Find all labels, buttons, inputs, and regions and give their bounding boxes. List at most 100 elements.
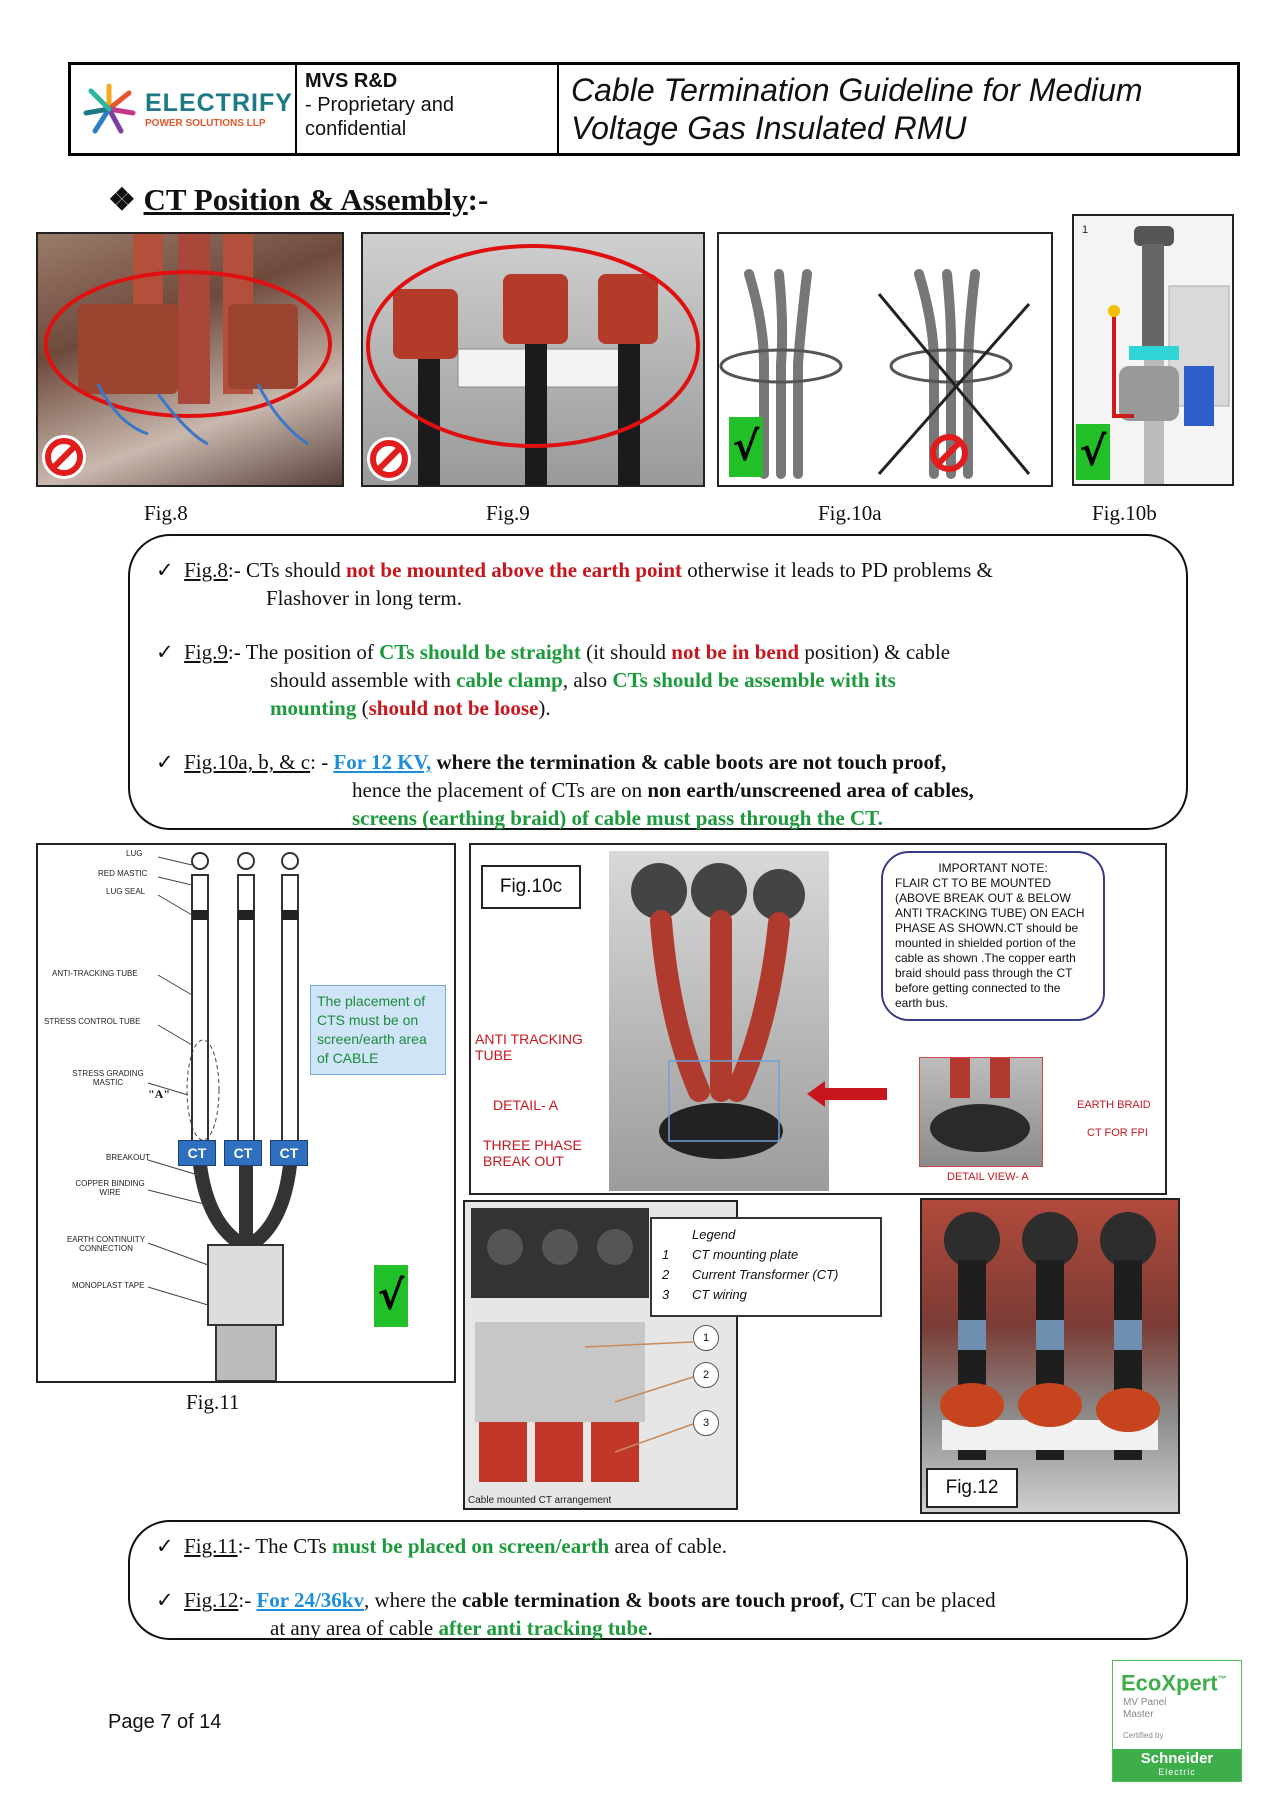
important-note: IMPORTANT NOTE: FLAIR CT TO BE MOUNTED (…: [881, 851, 1105, 1021]
note-text: at any area of cable: [270, 1616, 439, 1640]
fig11-label: COPPER BINDING WIRE: [75, 1179, 145, 1197]
note-ref: Fig.12: [184, 1588, 239, 1612]
check-bullet: ✓: [156, 558, 174, 582]
legend-item: 2 Current Transformer (CT): [662, 1265, 870, 1285]
fig10a-image: √: [717, 232, 1053, 487]
note-highlight-green: cable clamp: [456, 668, 563, 692]
schneider-electric: Electric: [1158, 1767, 1196, 1777]
fig11-callout: The placement of CTS must be on screen/e…: [310, 985, 446, 1075]
note-ref: Fig.9: [184, 640, 228, 664]
legend-item-num: 1: [662, 1247, 670, 1262]
confidential-line-2: confidential: [305, 118, 407, 140]
legend-item-text: CT mounting plate: [692, 1247, 799, 1262]
schneider-name: Schneider: [1140, 1750, 1214, 1767]
page-number: Page 7 of 14: [108, 1711, 222, 1733]
confidential-line-1: - Proprietary and: [305, 94, 454, 116]
document-header: ELECTRIFY POWER SOLUTIONS LLP MVS R&D - …: [68, 62, 1240, 156]
note-text-bold: cable termination & boots are touch proo…: [461, 1588, 845, 1612]
fig10a-caption: Fig.10a: [818, 501, 882, 525]
ecoxpert-line-2: Master: [1123, 1709, 1154, 1721]
note-highlight-blue: For 24/36kv: [256, 1588, 364, 1612]
note-fig12-cont: at any area of cable after anti tracking…: [270, 1614, 1170, 1642]
note-text: (it should: [580, 640, 672, 664]
note-fig11: ✓ Fig.11:- The CTs must be placed on scr…: [156, 1532, 1176, 1560]
note-highlight-green: must be placed on screen/earth: [331, 1534, 610, 1558]
section-heading: ❖ CT Position & Assembly:-: [108, 182, 488, 218]
note-text: :- CTs should: [227, 558, 346, 582]
fig12-label: Fig.12: [926, 1468, 1018, 1508]
prohibited-icon: [42, 435, 86, 479]
fig11-label: LUG SEAL: [106, 887, 146, 896]
legend-item: 3 CT wiring: [662, 1285, 870, 1305]
checkmark-icon: √: [374, 1265, 408, 1327]
legend-title: Legend: [692, 1227, 736, 1242]
fig11-label: EARTH CONTINUITY CONNECTION: [66, 1235, 146, 1253]
label-detail-view: DETAIL VIEW- A: [947, 1171, 1029, 1183]
fig11-label: LUG: [126, 849, 143, 858]
ecoxpert-line-1: MV Panel: [1123, 1697, 1167, 1709]
note-fig9: ✓ Fig.9:- The position of CTs should be …: [156, 638, 1176, 666]
fig11-caption: Fig.11: [186, 1390, 240, 1414]
fig8-image: [36, 232, 344, 487]
document-title: Cable Termination Guideline for Medium V…: [559, 65, 1237, 153]
note-text: .: [647, 1616, 653, 1640]
note-fig10-cont: hence the placement of CTs are on non ea…: [352, 776, 1172, 804]
check-bullet: ✓: [156, 1534, 174, 1558]
note-text: :- The CTs: [237, 1534, 332, 1558]
logo-subtitle: POWER SOLUTIONS LLP: [145, 118, 266, 129]
ecoxpert-badge: EcoXpert™ MV Panel Master Certified by S…: [1112, 1660, 1242, 1782]
label-anti-tracking: ANTI TRACKING TUBE: [475, 1031, 583, 1063]
fig9-caption: Fig.9: [486, 501, 530, 525]
fig10b-caption: Fig.10b: [1092, 501, 1157, 525]
check-bullet: ✓: [156, 750, 174, 774]
note-text: , also: [562, 668, 613, 692]
fig11-label: STRESS GRADING MASTIC: [72, 1069, 144, 1087]
note-text: :- The position of: [227, 640, 380, 664]
note-fig9-cont2: mounting (should not be loose).: [270, 694, 1170, 722]
fig12-image: Fig.12: [920, 1198, 1180, 1514]
checkmark-icon: √: [729, 417, 763, 477]
note-text-bold: non earth/unscreened area of cables,: [647, 778, 974, 802]
label-ct-fpi: CT FOR FPI: [1087, 1127, 1148, 1139]
ecoxpert-name: EcoXpert: [1121, 1670, 1218, 1696]
note-text: ).: [538, 696, 551, 720]
legend-item-num: 3: [662, 1287, 670, 1302]
electrify-logo-icon: [83, 83, 136, 134]
ecoxpert-logo: EcoXpert™: [1113, 1661, 1241, 1695]
ct-arrangement-image: 1 2 3 Cable mounted CT arrangement: [463, 1200, 738, 1510]
note-text: (: [356, 696, 369, 720]
fig10b-image: 1 √: [1072, 214, 1234, 486]
note-highlight-red: should not be loose: [368, 696, 539, 720]
fig11-detail-marker: "A": [148, 1087, 170, 1101]
fig10c-image: Fig.10c IMPORTANT NOTE: FLAIR CT TO BE M…: [469, 843, 1167, 1195]
note-text-bold: where the termination & cable boots are …: [431, 750, 947, 774]
note-highlight-green: CTs should be assemble with its: [612, 668, 896, 692]
legend-marker: 1: [693, 1325, 719, 1351]
schneider-logo: Schneider Electric: [1113, 1749, 1241, 1781]
ct-arrangement-caption: Cable mounted CT arrangement: [468, 1495, 612, 1506]
department: MVS R&D: [305, 70, 398, 92]
legend-item-text: CT wiring: [692, 1287, 747, 1302]
note-text: : -: [310, 750, 334, 774]
prohibited-icon: [927, 431, 971, 475]
label-detail-a: DETAIL- A: [493, 1097, 559, 1113]
note-ref: Fig.10a, b, & c: [184, 750, 311, 774]
logo-name: ELECTRIFY: [145, 89, 293, 117]
ct-marker: CT: [224, 1140, 262, 1166]
note-fig8: ✓ Fig.8:- CTs should not be mounted abov…: [156, 556, 1176, 584]
note-text: area of cable.: [609, 1534, 728, 1558]
legend-item-num: 2: [662, 1267, 670, 1282]
title-line-2: Voltage Gas Insulated RMU: [571, 110, 967, 146]
note-highlight-green: mounting: [270, 696, 357, 720]
fig10c-label: Fig.10c: [481, 865, 581, 909]
note-highlight-blue: For 12 KV,: [333, 750, 432, 774]
note-fig10: ✓ Fig.10a, b, & c: - For 12 KV, where th…: [156, 748, 1176, 776]
label-earth-braid: EARTH BRAID: [1077, 1099, 1151, 1111]
fig10c-photo: [609, 851, 829, 1191]
note-text: should assemble with: [270, 668, 457, 692]
note-highlight-red: not be mounted above the earth point: [346, 558, 683, 582]
legend-item: 1 CT mounting plate: [662, 1245, 870, 1265]
note-fig8-cont: Flashover in long term.: [266, 586, 462, 610]
legend-item-text: Current Transformer (CT): [692, 1267, 839, 1282]
check-bullet: ✓: [156, 640, 174, 664]
